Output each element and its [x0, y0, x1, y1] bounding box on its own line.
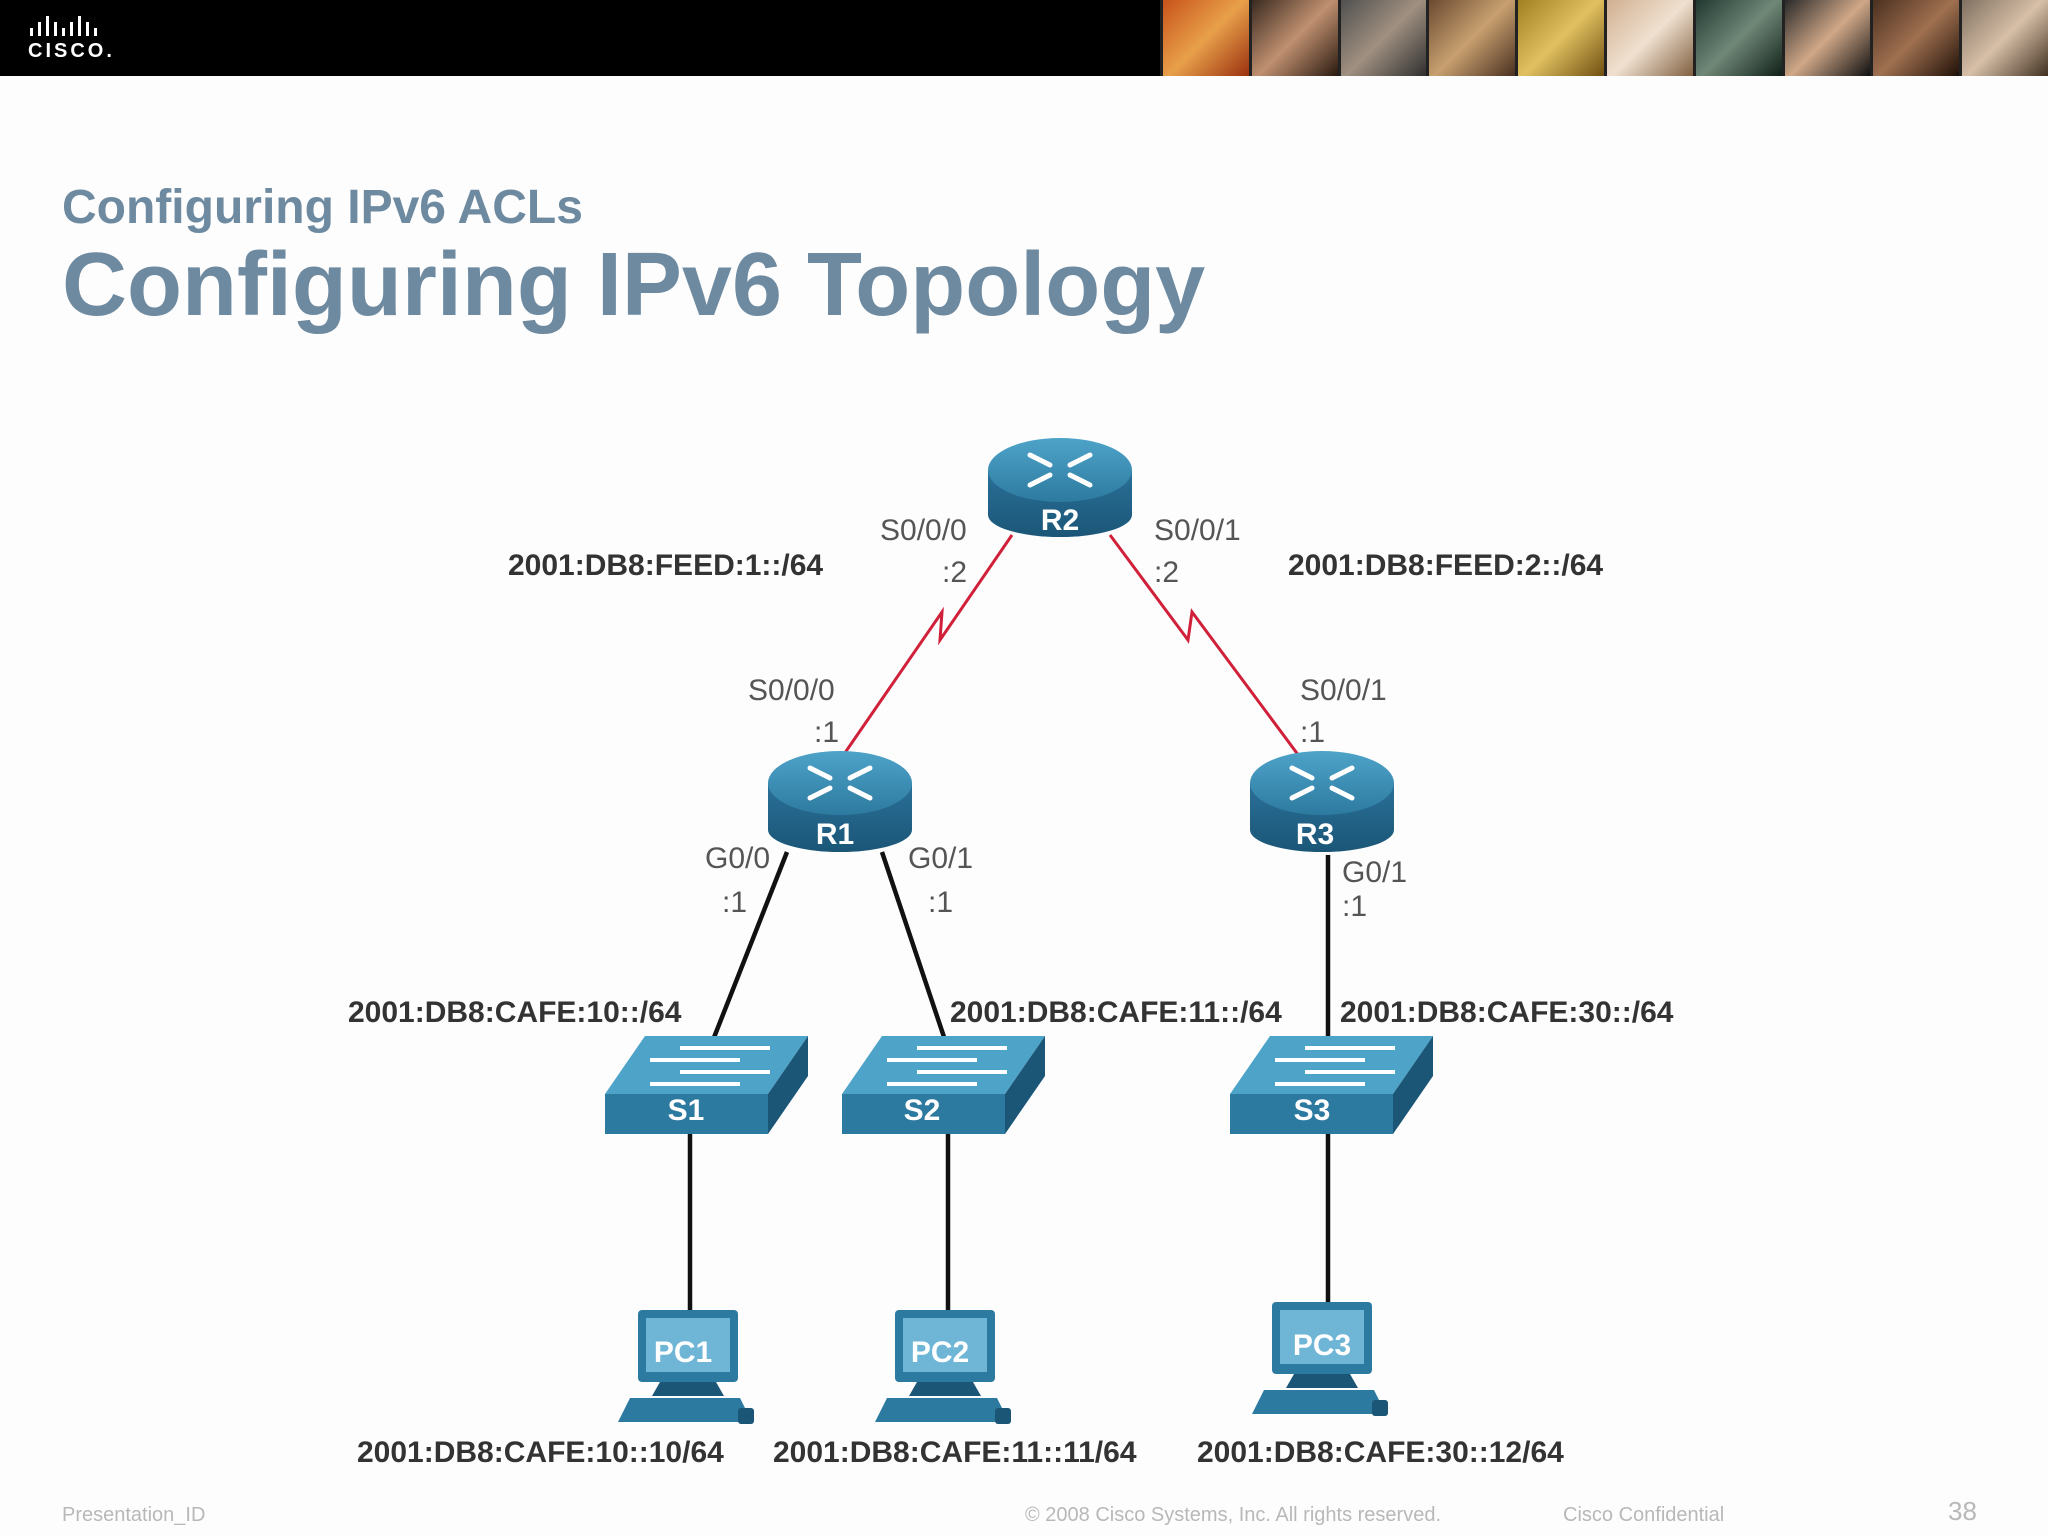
- interface-host-label: :2: [1154, 556, 1179, 589]
- device-label-pc3: PC3: [1293, 1329, 1351, 1362]
- switch-s2: S2: [842, 1036, 1045, 1134]
- device-label-s2: S2: [904, 1094, 941, 1127]
- router-arrows-icon: [1289, 765, 1355, 801]
- interface-label: S0/0/1: [1154, 514, 1241, 547]
- device-label-s1: S1: [668, 1094, 705, 1127]
- switch-arrows-icon: [1275, 1046, 1395, 1086]
- interface-host-label: :1: [1342, 890, 1367, 923]
- pc-pc3: PC3: [1252, 1302, 1388, 1416]
- device-label-pc1: PC1: [654, 1336, 712, 1369]
- interface-host-label: :2: [942, 556, 967, 589]
- router-arrows-icon: [1027, 452, 1093, 488]
- header-photo: [1603, 0, 1693, 76]
- interface-host-label: :1: [722, 886, 747, 919]
- header-photo: [1160, 0, 1249, 76]
- interface-label: G0/1: [908, 842, 973, 875]
- footer-presentation-id: Presentation_ID: [62, 1504, 206, 1526]
- header-photo: [1959, 0, 2048, 76]
- interface-label: S0/0/1: [1300, 674, 1387, 707]
- cisco-logo: CISCO.: [28, 14, 128, 64]
- serial-link-r2-r3: [1108, 534, 1304, 761]
- host-address-pc3: 2001:DB8:CAFE:30::12/64: [1197, 1436, 1564, 1469]
- network-label-feed2: 2001:DB8:FEED:2::/64: [1288, 549, 1603, 582]
- interface-label: S0/0/0: [880, 514, 967, 547]
- serial-link-r1-r2: [838, 534, 1014, 761]
- router-r2: R2: [988, 438, 1132, 537]
- header-photo: [1692, 0, 1782, 76]
- network-label-cafe11: 2001:DB8:CAFE:11::/64: [950, 996, 1282, 1029]
- router-arrows-icon: [807, 765, 873, 801]
- network-label-cafe30: 2001:DB8:CAFE:30::/64: [1340, 996, 1674, 1029]
- router-r1: R1: [768, 751, 912, 852]
- interface-host-label: :1: [1300, 716, 1325, 749]
- brand-text: CISCO.: [28, 40, 115, 62]
- pc-pc2: PC2: [875, 1310, 1011, 1424]
- pc-pc1: PC1: [618, 1310, 754, 1424]
- footer-confidential: Cisco Confidential: [1563, 1504, 1725, 1526]
- host-address-pc1: 2001:DB8:CAFE:10::10/64: [357, 1436, 724, 1469]
- header-photo: [1337, 0, 1427, 76]
- header-photo: [1248, 0, 1338, 76]
- interface-host-label: :1: [928, 886, 953, 919]
- header-photo: [1426, 0, 1516, 76]
- footer-copyright: © 2008 Cisco Systems, Inc. All rights re…: [1025, 1504, 1442, 1526]
- cisco-bridge-icon: [30, 16, 97, 36]
- interface-label: S0/0/0: [748, 674, 835, 707]
- device-label-r2: R2: [1041, 504, 1079, 537]
- header-photo: [1515, 0, 1604, 76]
- switch-s1: S1: [605, 1036, 808, 1134]
- ethernet-link-r1-s2: [879, 851, 948, 1041]
- device-label-s3: S3: [1294, 1094, 1331, 1127]
- switch-s3: S3: [1230, 1036, 1433, 1134]
- device-label-pc2: PC2: [911, 1336, 969, 1369]
- ethernet-link-r1-s1: [710, 851, 790, 1041]
- interface-host-label: :1: [814, 716, 839, 749]
- switch-arrows-icon: [650, 1046, 770, 1086]
- header-photo-strip: [1160, 0, 2048, 76]
- device-label-r1: R1: [816, 818, 854, 851]
- device-label-r3: R3: [1296, 818, 1334, 851]
- interface-label: G0/0: [705, 842, 770, 875]
- network-label-cafe10: 2001:DB8:CAFE:10::/64: [348, 996, 682, 1029]
- slide-subtitle: Configuring IPv6 ACLs: [62, 181, 583, 234]
- slide-title: Configuring IPv6 Topology: [62, 235, 1206, 335]
- header-bar: CISCO.: [0, 0, 2048, 76]
- header-photo: [1870, 0, 1960, 76]
- interface-label: G0/1: [1342, 856, 1407, 889]
- switch-arrows-icon: [887, 1046, 1007, 1086]
- network-label-feed1: 2001:DB8:FEED:1::/64: [508, 549, 823, 582]
- host-address-pc2: 2001:DB8:CAFE:11::11/64: [773, 1436, 1137, 1469]
- header-photo: [1781, 0, 1871, 76]
- router-r3: R3: [1250, 751, 1394, 852]
- page-number: 38: [1948, 1496, 1977, 1526]
